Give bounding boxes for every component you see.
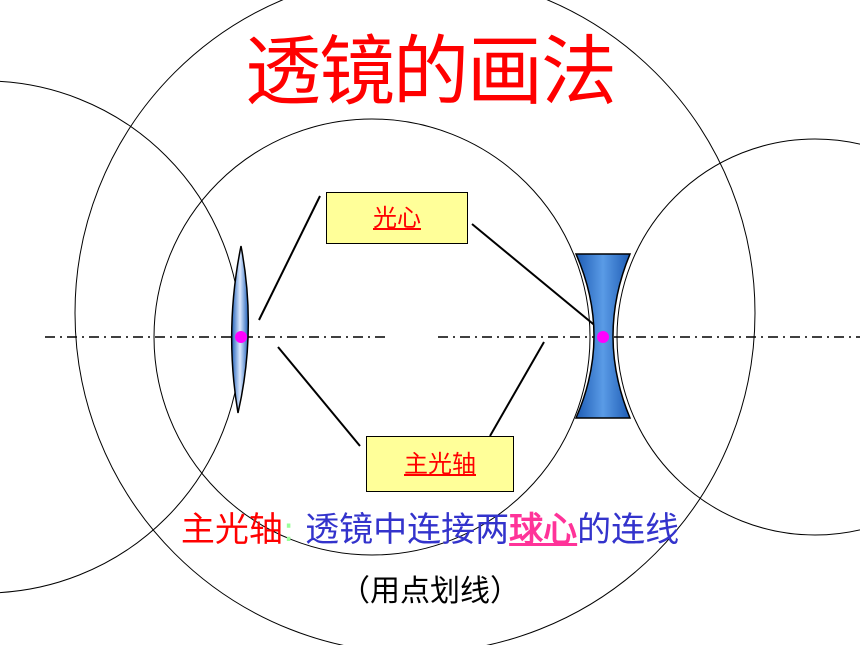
optical-center-dot-concave <box>597 331 609 343</box>
sphere-circle-center-right <box>74 0 756 645</box>
caption-colon: : <box>282 510 295 550</box>
optical-center-dot-convex <box>235 331 247 343</box>
pointer-principal-axis-left <box>277 346 361 447</box>
sphere-circle-center-left <box>153 118 591 556</box>
label-optical-center: 光心 <box>326 192 468 244</box>
sphere-circle-right <box>616 138 860 536</box>
caption-term: 主光轴 <box>180 510 283 550</box>
caption-definition-part1: 透镜中连接两 <box>305 510 510 550</box>
page-title: 透镜的画法 <box>245 27 617 116</box>
caption-definition-part2: 的连线 <box>577 510 680 550</box>
pointer-lines <box>258 195 599 447</box>
caption-emphasis: 球心 <box>509 510 578 550</box>
convex-lens-icon <box>230 245 250 414</box>
note-dash-dot: （用点划线） <box>340 574 520 609</box>
definition-caption: 主光轴: 透镜中连接两球心的连线 <box>0 508 860 552</box>
pointer-optical-center-right <box>471 223 599 329</box>
label-principal-axis: 主光轴 <box>366 436 514 492</box>
pointer-optical-center-left <box>258 195 321 321</box>
pointer-principal-axis-right <box>489 341 545 437</box>
